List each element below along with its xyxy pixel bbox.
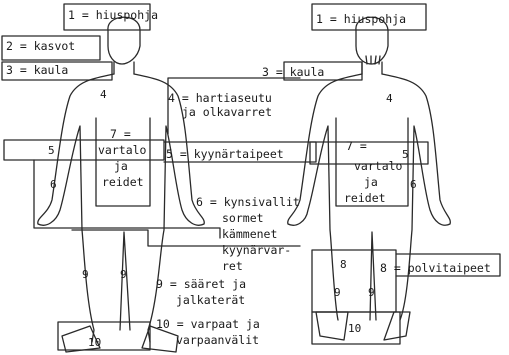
zone-7-label-line4: reidet (102, 176, 144, 189)
zone-5-number-front: 5 (48, 144, 55, 157)
zone-7-label-line1: 7 = (110, 128, 131, 141)
zone-9-number-front-right: 9 (120, 268, 127, 281)
zone-10-label-line2: varpaanvälit (176, 334, 259, 347)
zone-1-label: 1 = hiuspohja (68, 9, 158, 22)
zone-6-number-back: 6 (410, 178, 417, 191)
zone-4-number-front: 4 (100, 88, 107, 101)
zone-6-label-line4: kyynärvar- (222, 244, 291, 257)
zone-7-label-line2: vartalo (98, 144, 146, 157)
zone-6-number-front: 6 (50, 178, 57, 191)
front-head (108, 17, 140, 64)
back-zone-1-label: 1 = hiuspohja (316, 13, 406, 26)
zone-5-label: 5 = kyynärtaipeet (166, 148, 284, 161)
zone-10-label-line1: 10 = varpaat ja (156, 318, 260, 331)
zone-10-number-front: 10 (88, 336, 101, 349)
zone-6-label-line5: ret (222, 260, 243, 273)
zone-4-label-line2: ja olkavarret (182, 106, 272, 119)
zone-9-label-line1: 9 = sääret ja (156, 278, 246, 291)
zone-3-label: 3 = kaula (6, 64, 68, 77)
zone-2-label: 2 = kasvot (6, 40, 75, 53)
back-zone-7-label-line2: vartalo (354, 160, 402, 173)
zone-4-label-line1: 4 = hartiaseutu (168, 92, 272, 105)
zone-6-label-line1: 6 = kynsivallit (196, 196, 300, 209)
back-zone-7-label-line3: ja (364, 176, 378, 189)
zone-6-label-line3: kämmenet (222, 228, 277, 241)
zone-9-number-back-left: 9 (334, 286, 341, 299)
back-zone-7-label-line4: reidet (344, 192, 386, 205)
back-zone-3-label: 3 = kaula (262, 66, 324, 79)
zone-5-number-back: 5 (402, 148, 409, 161)
zone-6-label-line2: sormet (222, 212, 264, 225)
back-feet (316, 312, 410, 340)
zone-8-label: 8 = polvitaipeet (380, 262, 491, 275)
zone-9-number-front-left: 9 (82, 268, 89, 281)
zone-4-number-back: 4 (386, 92, 393, 105)
zone-8-number-back: 8 (340, 258, 347, 271)
zone-box-10 (58, 322, 150, 350)
zone-9-label-line2: jalkaterät (176, 294, 245, 307)
zone-7-label-line3: ja (114, 160, 128, 173)
back-zone-box-8 (312, 250, 396, 312)
zone-9-number-back-right: 9 (368, 286, 375, 299)
zone-10-number-back: 10 (348, 322, 361, 335)
back-zone-7-label-line1: 7 = (346, 140, 367, 153)
